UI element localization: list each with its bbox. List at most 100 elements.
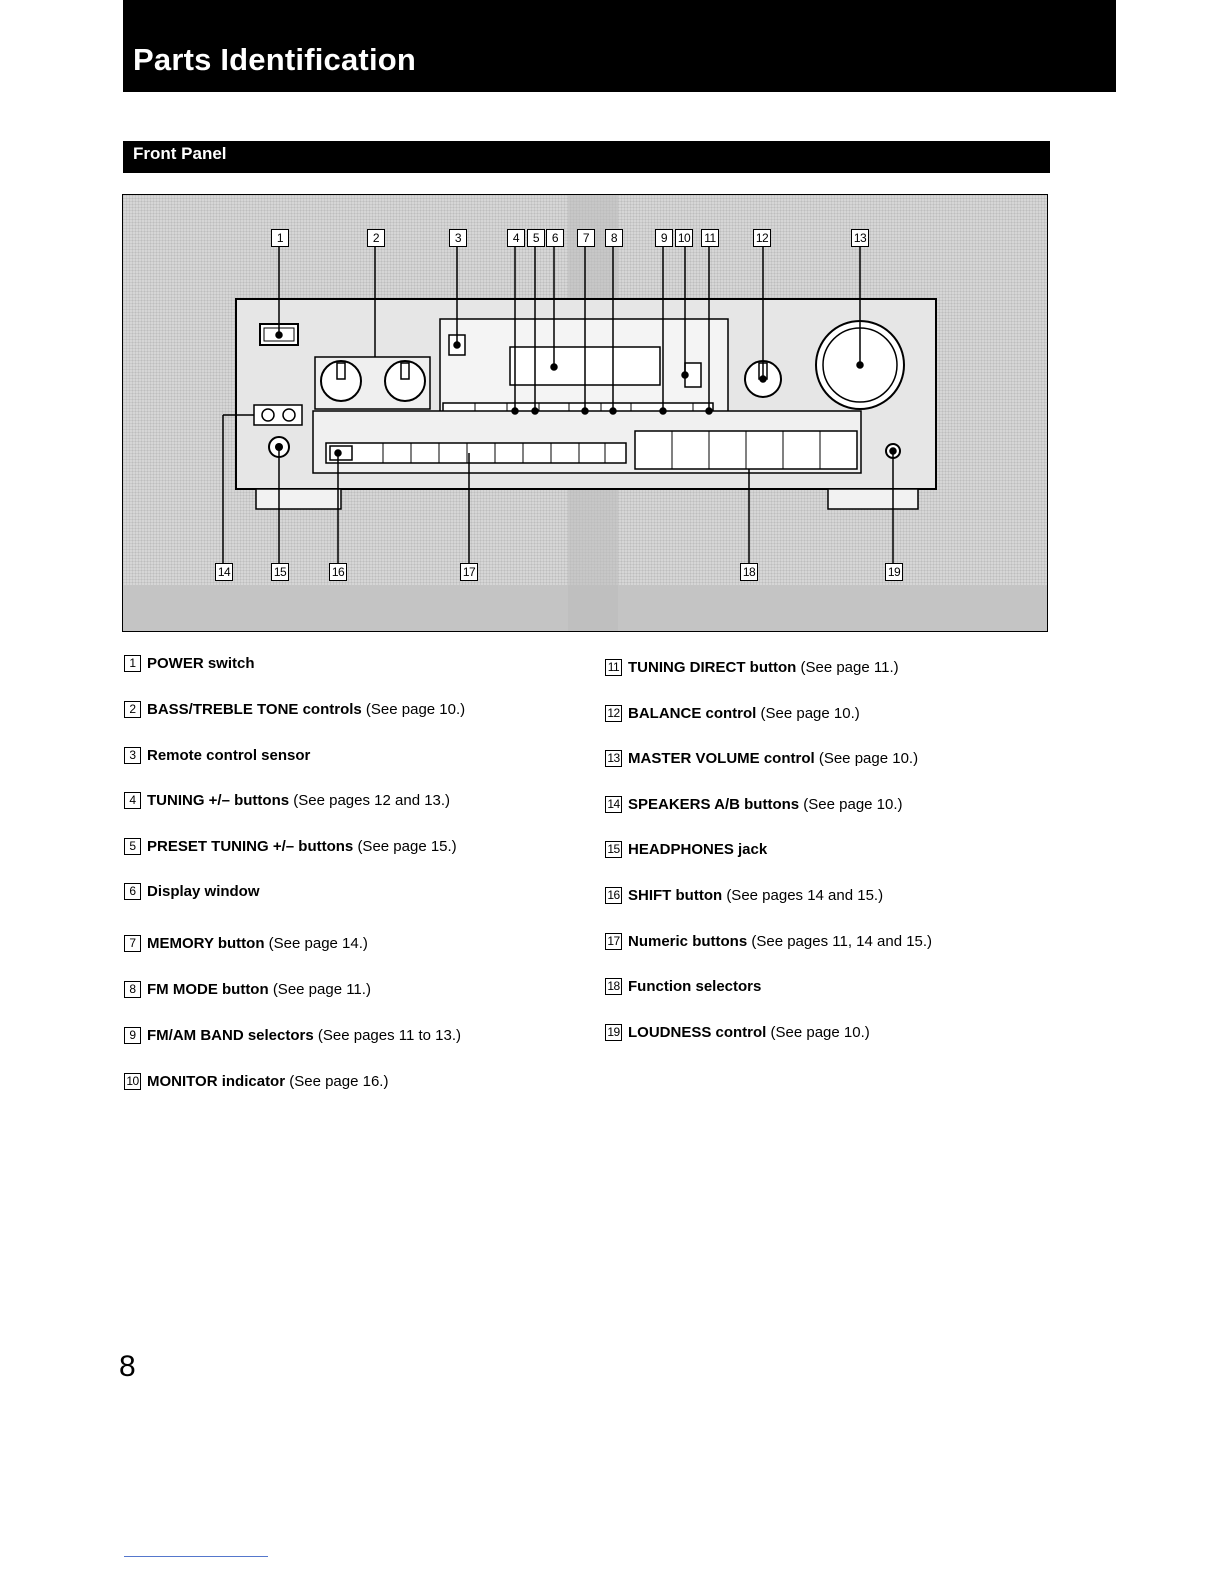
callout-4: 4 <box>507 229 525 247</box>
list-item: 14 SPEAKERS A/B buttons (See page 10.) <box>605 796 903 814</box>
callout-9: 9 <box>655 229 673 247</box>
shift-button <box>329 445 353 461</box>
receiver-diagram <box>123 195 1047 631</box>
list-item: 12 BALANCE control (See page 10.) <box>605 705 860 723</box>
item-number: 5 <box>124 838 141 855</box>
item-ref: (See page 10.) <box>770 1024 870 1041</box>
list-item: 19 LOUDNESS control (See page 10.) <box>605 1024 870 1042</box>
item-number: 16 <box>605 887 622 904</box>
title-bar: Parts Identification <box>123 0 1116 92</box>
callout-12: 12 <box>753 229 771 247</box>
item-ref: (See pages 14 and 15.) <box>726 887 884 904</box>
item-number: 6 <box>124 883 141 900</box>
list-item: 10 MONITOR indicator (See page 16.) <box>124 1073 388 1091</box>
item-name: Numeric buttons <box>628 933 748 950</box>
callout-2: 2 <box>367 229 385 247</box>
item-name: MONITOR indicator <box>147 1073 286 1090</box>
page-title: Parts Identification <box>133 42 417 77</box>
callout-17: 17 <box>460 563 478 581</box>
item-number: 17 <box>605 933 622 950</box>
list-item: 15 HEADPHONES jack <box>605 841 767 859</box>
callout-10: 10 <box>675 229 693 247</box>
list-item: 11 TUNING DIRECT button (See page 11.) <box>605 659 899 677</box>
callout-19: 19 <box>885 563 903 581</box>
list-item: 1 POWER switch <box>124 655 255 673</box>
item-ref: (See page 10.) <box>365 701 466 718</box>
item-number: 4 <box>124 792 141 809</box>
item-number: 12 <box>605 705 622 722</box>
item-number: 2 <box>124 701 141 718</box>
item-name: BASS/TREBLE TONE controls <box>147 701 362 718</box>
numeric-button-row <box>325 442 627 464</box>
item-number: 15 <box>605 841 622 858</box>
list-item: 6 Display window <box>124 883 260 901</box>
item-name: MEMORY button <box>147 935 265 952</box>
item-ref: (See page 10.) <box>803 796 903 813</box>
item-number: 7 <box>124 935 141 952</box>
callout-1: 1 <box>271 229 289 247</box>
item-name: LOUDNESS control <box>628 1024 767 1041</box>
item-ref: (See page 10.) <box>760 705 860 722</box>
item-name: FM/AM BAND selectors <box>147 1027 314 1044</box>
item-ref: (See page 16.) <box>289 1073 389 1090</box>
item-name: Remote control sensor <box>147 747 311 764</box>
callout-13: 13 <box>851 229 869 247</box>
item-number: 19 <box>605 1024 622 1041</box>
bass-knob <box>320 360 362 402</box>
treble-knob <box>384 360 426 402</box>
item-name: PRESET TUNING +/– buttons <box>147 838 354 855</box>
item-number: 18 <box>605 978 622 995</box>
callout-3: 3 <box>449 229 467 247</box>
item-name: TUNING +/– buttons <box>147 792 290 809</box>
item-number: 13 <box>605 750 622 767</box>
callout-5: 5 <box>527 229 545 247</box>
callout-15: 15 <box>271 563 289 581</box>
item-name: MASTER VOLUME control <box>628 750 815 767</box>
page-number: 8 <box>119 1350 136 1383</box>
lower-leaders <box>222 414 897 563</box>
treble-knob-mark <box>400 362 410 380</box>
right-foot <box>827 488 919 510</box>
bass-knob-mark <box>336 362 346 380</box>
section-header: Front Panel <box>123 141 1050 173</box>
item-number: 14 <box>605 796 622 813</box>
item-number: 1 <box>124 655 141 672</box>
item-number: 9 <box>124 1027 141 1044</box>
item-name: HEADPHONES jack <box>628 841 768 858</box>
upper-leaders <box>275 245 864 415</box>
item-name: SHIFT button <box>628 887 723 904</box>
item-ref: (See pages 11 to 13.) <box>317 1027 462 1044</box>
left-foot <box>255 488 342 510</box>
callout-18: 18 <box>740 563 758 581</box>
item-number: 11 <box>605 659 622 676</box>
callout-6: 6 <box>546 229 564 247</box>
section-title: Front Panel <box>133 144 227 163</box>
callout-14: 14 <box>215 563 233 581</box>
item-name: Display window <box>147 883 260 900</box>
item-ref: (See page 15.) <box>357 838 457 855</box>
list-item: 9 FM/AM BAND selectors (See pages 11 to 1… <box>124 1027 461 1045</box>
item-name: SPEAKERS A/B buttons <box>628 796 800 813</box>
item-name: BALANCE control <box>628 705 757 722</box>
item-ref: (See page 14.) <box>268 935 368 952</box>
footer-rule <box>124 1556 268 1557</box>
item-ref: (See page 11.) <box>272 981 371 998</box>
item-name: POWER switch <box>147 655 255 672</box>
callout-11: 11 <box>701 229 719 247</box>
item-name: Function selectors <box>628 978 762 995</box>
callout-7: 7 <box>577 229 595 247</box>
list-item: 16 SHIFT button (See pages 14 and 15.) <box>605 887 883 905</box>
item-ref: (See page 11.) <box>800 659 899 676</box>
callout-16: 16 <box>329 563 347 581</box>
item-number: 10 <box>124 1073 141 1090</box>
item-name: FM MODE button <box>147 981 269 998</box>
callout-8: 8 <box>605 229 623 247</box>
list-item: 5 PRESET TUNING +/– buttons (See page 15.… <box>124 838 457 856</box>
item-name: TUNING DIRECT button <box>628 659 797 676</box>
